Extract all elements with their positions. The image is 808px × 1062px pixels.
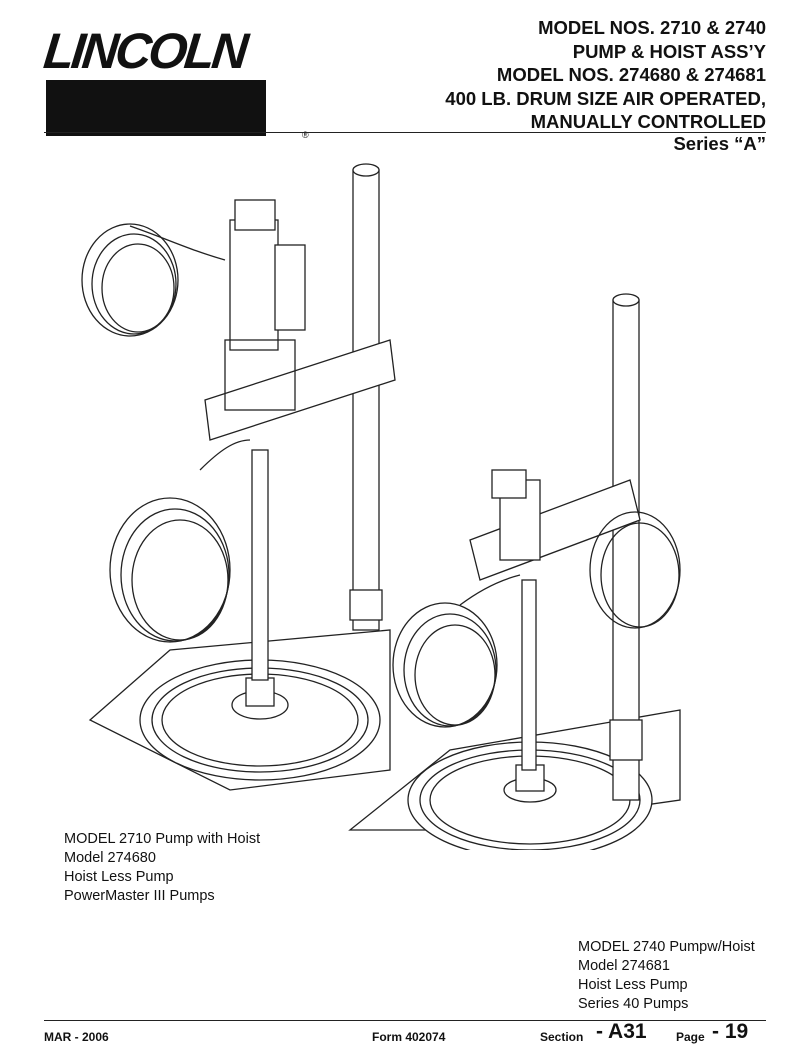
- logo-wordmark: LINCOLN: [41, 23, 249, 79]
- caption-left: MODEL 2710 Pump with Hoist Model 274680 …: [64, 830, 260, 906]
- footer-section-label: Section: [540, 1030, 584, 1044]
- title-line: 400 LB. DRUM SIZE AIR OPERATED,: [445, 87, 766, 109]
- caption-line: Hoist Less Pump: [64, 869, 174, 885]
- caption-line: PowerMaster III Pumps: [64, 888, 215, 904]
- caption-line: MODEL 2710 Pump with Hoist: [64, 831, 261, 847]
- footer-section-value: - A31: [596, 1020, 647, 1043]
- title-line: PUMP & HOIST ASS’Y: [572, 40, 766, 62]
- caption-right: MODEL 2740 Pumpw/Hoist Model 274681 Hois…: [578, 938, 755, 1014]
- caption-line: Model 274680: [64, 850, 156, 866]
- registered-mark: ®: [302, 130, 309, 140]
- header-rule: [44, 132, 766, 133]
- document-title: MODEL NOS. 2710 & 2740 PUMP & HOIST ASS’…: [306, 16, 766, 134]
- caption-line: MODEL 2740 Pumpw/Hoist: [578, 939, 755, 955]
- title-line: MODEL NOS. 274680 & 274681: [496, 64, 766, 85]
- logo-bar: [46, 80, 266, 136]
- right-pump-hoist-drawing: [348, 293, 681, 850]
- footer-date: MAR - 2006: [44, 1030, 109, 1044]
- footer-page-value: - 19: [712, 1020, 749, 1043]
- footer-rule: [44, 1020, 766, 1021]
- left-pump-hoist-drawing: [81, 163, 396, 791]
- footer-page-label: Page: [676, 1030, 705, 1044]
- title-line: MODEL NOS. 2710 & 2740: [538, 17, 766, 38]
- footer-form-number: Form 402074: [372, 1030, 446, 1044]
- caption-line: Hoist Less Pump: [578, 977, 688, 993]
- caption-line: Model 274681: [578, 958, 670, 974]
- series-label: Series “A”: [673, 133, 766, 154]
- caption-line: Series 40 Pumps: [578, 996, 689, 1012]
- pump-hoist-illustration: [81, 163, 681, 850]
- lincoln-logo: LINCOLN ®: [41, 23, 309, 140]
- title-line: MANUALLY CONTROLLED: [530, 111, 766, 132]
